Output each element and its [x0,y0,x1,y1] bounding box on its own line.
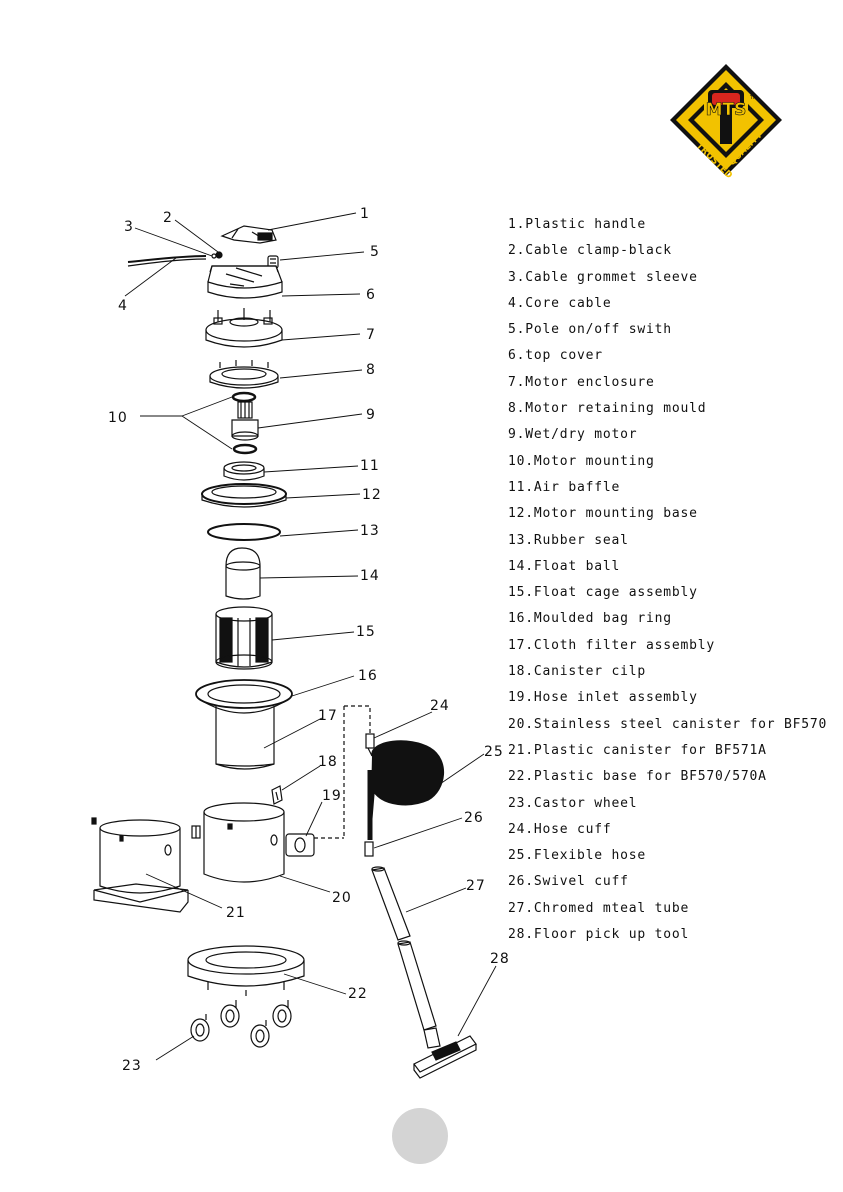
part-motor-mounting-base [201,483,287,508]
part-flexible-hose [367,740,445,841]
callout-numbers: 1 2 3 4 5 6 7 8 9 10 11 12 13 14 15 16 1… [108,206,510,1074]
callout-28: 28 [490,951,510,967]
part-motor-mounting-ring-bottom [232,443,258,455]
callout-22: 22 [348,986,368,1002]
part-cloth-filter [215,706,275,770]
callout-7: 7 [366,327,376,343]
parts-list-item: 28.Floor pick up tool [508,927,690,943]
part-motor-mounting-ring-top [231,391,257,403]
part-wet-dry-motor [231,401,259,441]
part-stainless-canister [191,802,285,883]
part-castor-wheels [190,1000,292,1048]
callout-9: 9 [366,407,376,423]
callout-15: 15 [356,624,376,640]
callout-19: 19 [322,788,342,804]
parts-list-item: 23.Castor wheel [508,795,638,811]
part-on-off-switch [267,255,279,269]
parts-list-item: 27.Chromed mteal tube [508,900,690,916]
callout-5: 5 [370,244,380,260]
logo-brand: MTS [706,100,747,120]
parts-list-item: 11.Air baffle [508,479,621,495]
part-rubber-seal [207,523,281,541]
leader-lines [124,212,497,1061]
part-moulded-bag-ring [195,679,293,714]
callout-25: 25 [484,744,504,760]
parts-list-item: 2.Cable clamp-black [508,243,672,259]
part-motor-enclosure [205,308,283,348]
callout-2: 2 [163,210,173,226]
part-plastic-canister [91,817,189,913]
parts-list-item: 1.Plastic handle [508,217,647,232]
parts-list-item: 8.Motor retaining mould [508,401,707,417]
callout-23: 23 [122,1058,142,1074]
parts-list-item: 22.Plastic base for BF570/570A [508,769,767,785]
parts-list-item: 26.Swivel cuff [508,874,629,890]
callout-14: 14 [360,568,380,584]
parts-list-item: 9.Wet/dry motor [508,427,638,443]
parts-list-item: 19.Hose inlet assembly [508,690,698,706]
callout-8: 8 [366,362,376,378]
callout-18: 18 [318,754,338,770]
part-plastic-base [187,945,305,996]
part-floor-tool [413,1027,477,1079]
parts-list-item: 21.Plastic canister for BF571A [508,742,767,758]
part-plastic-handle [220,225,277,244]
callout-17: 17 [318,708,338,724]
parts-list-item: 12.Motor mounting base [508,506,698,522]
callout-11: 11 [360,458,380,474]
callout-20: 20 [332,890,352,906]
part-swivel-cuff [364,841,374,857]
parts-list-item: 7.Motor enclosure [508,374,655,390]
parts-list: 1.Plastic handle 2.Cable clamp-black 3.C… [508,214,827,950]
part-float-cage [215,606,273,670]
parts-list-item: 15.Float cage assembly [508,585,698,601]
part-cable-assembly [127,251,223,267]
mts-trusted-quality-logo: MTS TM TRUSTED QUALITY [670,64,782,178]
callout-16: 16 [358,668,378,684]
callout-12: 12 [362,487,382,503]
parts-list-item: 5.Pole on/off swith [508,322,672,338]
callout-26: 26 [464,810,484,826]
part-top-cover [207,265,283,299]
page-number-circle [392,1108,448,1164]
parts-list-item: 25.Flexible hose [508,848,647,864]
parts-list-item: 24.Hose cuff [508,821,612,837]
part-motor-retaining-mould [209,360,279,389]
callout-24: 24 [430,698,450,714]
parts-list-item: 17.Cloth filter assembly [508,637,716,653]
part-air-baffle [223,461,265,481]
part-canister-clip [271,785,283,805]
parts-list-item: 18.Canister cilp [508,664,647,680]
parts-list-item: 10.Motor mounting [508,453,655,469]
part-metal-tubes [371,866,437,1031]
callout-6: 6 [366,287,376,303]
part-hose-inlet [285,705,371,857]
logo-tm: TM [749,95,757,101]
parts-list-item: 16.Moulded bag ring [508,611,672,627]
parts-list-item: 13.Rubber seal [508,532,629,548]
callout-21: 21 [226,905,246,921]
parts-list-item: 6.top cover [508,348,603,364]
callout-4: 4 [118,298,128,314]
callout-27: 27 [466,878,486,894]
parts-list-item: 14.Float ball [508,558,621,574]
parts-list-item: 20.Stainless steel canister for BF570 [508,716,828,732]
callout-13: 13 [360,523,380,539]
part-float-ball [225,547,261,600]
parts-list-item: 3.Cable grommet sleeve [508,269,698,285]
callout-3: 3 [124,219,134,235]
callout-1: 1 [360,206,370,222]
callout-10: 10 [108,410,128,426]
parts-list-item: 4.Core cable [508,295,612,311]
